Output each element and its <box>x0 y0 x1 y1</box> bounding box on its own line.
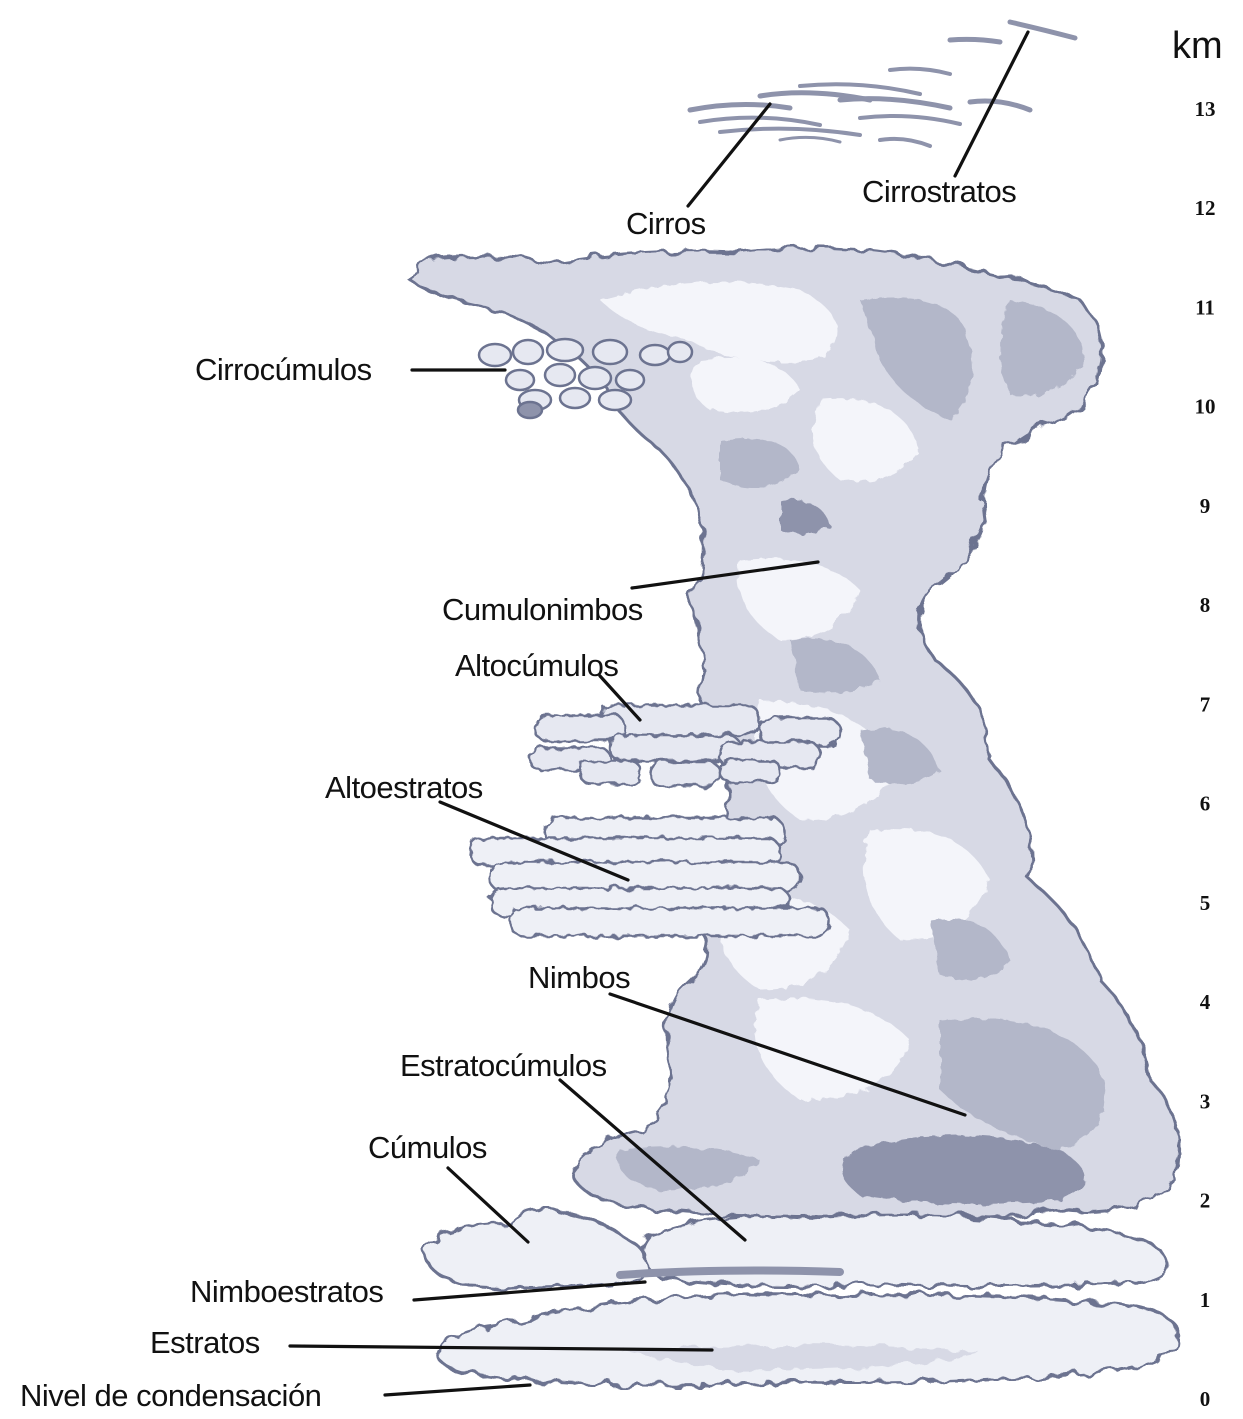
cirrostratos-cloud <box>890 22 1075 110</box>
scale-tick-12: 12 <box>1195 196 1216 220</box>
label-estratos: Estratos <box>150 1325 260 1360</box>
estratocumulos-cloud <box>642 1214 1167 1286</box>
cumulos-cloud <box>425 1210 648 1288</box>
label-cirrostratos: Cirrostratos <box>862 174 1016 209</box>
scale-tick-10: 10 <box>1195 395 1216 419</box>
label-altocumulos: Altocúmulos <box>455 648 618 683</box>
estratos-cloud <box>439 1294 1177 1385</box>
scale-tick-5: 5 <box>1200 891 1211 915</box>
label-cumulonimbos: Cumulonimbos <box>442 592 643 627</box>
label-nimbos: Nimbos <box>528 960 630 995</box>
altitude-scale: km 012345678910111213 <box>1172 25 1223 1411</box>
scale-tick-6: 6 <box>1200 792 1211 816</box>
scale-tick-0: 0 <box>1200 1387 1211 1411</box>
scale-tick-13: 13 <box>1195 97 1216 121</box>
label-cirrocumulos: Cirrocúmulos <box>195 352 372 387</box>
label-nivel: Nivel de condensación <box>20 1378 321 1413</box>
cirros-cloud <box>690 84 960 146</box>
label-altoestratos: Altoestratos <box>325 770 483 805</box>
nimboestratos-cloud <box>620 1271 840 1275</box>
scale-tick-2: 2 <box>1200 1189 1211 1213</box>
scale-tick-4: 4 <box>1200 990 1211 1014</box>
scale-unit: km <box>1172 25 1223 67</box>
scale-tick-7: 7 <box>1200 692 1211 716</box>
scale-tick-11: 11 <box>1195 296 1215 320</box>
label-cirros: Cirros <box>626 206 706 241</box>
label-cumulos: Cúmulos <box>368 1130 487 1165</box>
scale-tick-1: 1 <box>1200 1288 1211 1312</box>
scale-tick-8: 8 <box>1200 593 1211 617</box>
scale-tick-3: 3 <box>1200 1089 1211 1113</box>
label-estratocumulos: Estratocúmulos <box>400 1048 607 1083</box>
label-nimboestratos: Nimboestratos <box>190 1274 383 1309</box>
leader-nivel <box>385 1385 530 1395</box>
scale-ticks: 012345678910111213 <box>1195 97 1216 1411</box>
scale-tick-9: 9 <box>1200 494 1211 518</box>
